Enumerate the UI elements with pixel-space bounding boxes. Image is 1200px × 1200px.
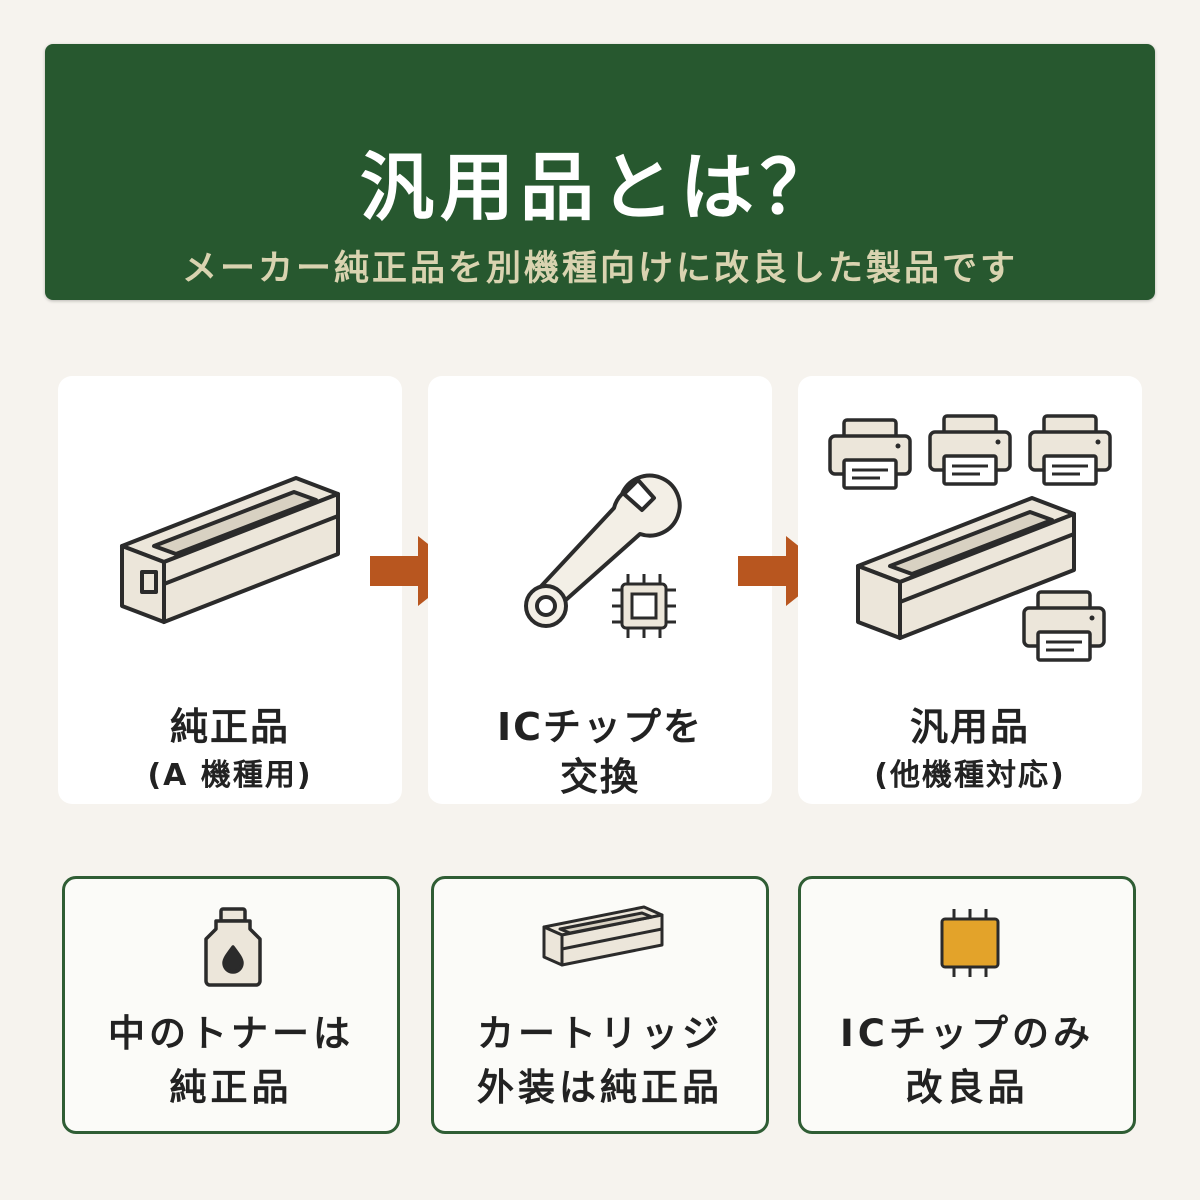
feature-label-line1: ICチップのみ: [840, 1012, 1094, 1055]
cartridge-icon: [542, 905, 664, 967]
step-label-line2: (他機種対応): [874, 758, 1066, 793]
compatible-printers-icon: [828, 414, 1112, 662]
step-label-line1: 汎用品: [909, 705, 1030, 749]
step-label-line1: 純正品: [169, 705, 290, 749]
step-label-line2: (A 機種用): [147, 758, 313, 793]
page-title: 汎用品とは？: [360, 145, 840, 231]
feature-card-cartridge: カートリッジ 外装は純正品: [431, 876, 769, 1134]
feature-card-chip: ICチップのみ 改良品: [798, 876, 1136, 1134]
feature-card-toner: 中のトナーは 純正品: [62, 876, 400, 1134]
step-label-line2: 交換: [559, 755, 640, 799]
feature-label-line2: 外装は純正品: [477, 1066, 723, 1109]
header-banner: 汎用品とは？ メーカー純正品を別機種向けに改良した製品です: [45, 44, 1155, 300]
step-card-original: 純正品 (A 機種用): [58, 376, 402, 804]
step-card-compatible: 汎用品 (他機種対応): [798, 376, 1142, 804]
ic-chip-icon: [940, 909, 1000, 977]
feature-label-line2: 改良品: [905, 1066, 1029, 1109]
ic-chip-icon: [612, 574, 676, 638]
page-subtitle: メーカー純正品を別機種向けに改良した製品です: [181, 249, 1018, 289]
toner-bottle-icon: [204, 907, 262, 987]
feature-label-line1: 中のトナーは: [108, 1012, 354, 1055]
feature-label-line1: カートリッジ: [477, 1012, 723, 1055]
wrench-icon: [524, 473, 682, 628]
feature-label-line2: 純正品: [169, 1066, 293, 1109]
step-card-chip-swap: ICチップを 交換: [428, 376, 772, 804]
step-label-line1: ICチップを: [496, 705, 704, 749]
cartridge-icon: [120, 476, 340, 624]
